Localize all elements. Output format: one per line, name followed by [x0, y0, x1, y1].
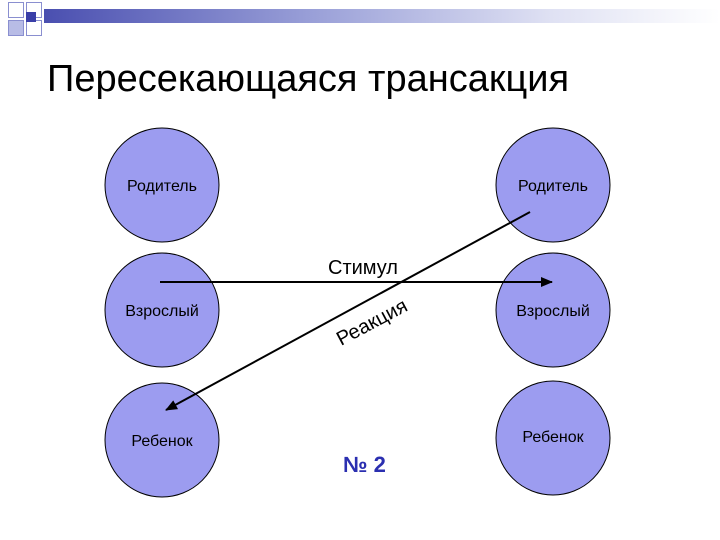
right-child-label: Ребенок — [522, 429, 584, 446]
slide-title: Пересекающаяся трансакция — [47, 58, 570, 100]
right-parent-node: Родитель — [495, 127, 611, 243]
right-child-node: Ребенок — [495, 380, 611, 496]
diagram-number-label: № 2 — [343, 452, 386, 477]
right-adult-label: Взрослый — [516, 303, 590, 320]
right-parent-label: Родитель — [518, 178, 588, 195]
left-child-node: Ребенок — [104, 382, 220, 498]
left-parent-node: Родитель — [104, 127, 220, 243]
reaction-arrow — [165, 211, 531, 411]
corner-squares-decoration — [0, 0, 60, 44]
top-gradient-bar — [44, 9, 720, 23]
right-adult-node: Взрослый — [495, 252, 611, 368]
reaction-label: Реакция — [333, 295, 411, 351]
left-adult-node: Взрослый — [104, 252, 220, 368]
stimulus-label: Стимул — [328, 257, 398, 279]
left-child-label: Ребенок — [131, 433, 193, 450]
left-adult-label: Взрослый — [125, 303, 199, 320]
left-parent-label: Родитель — [127, 178, 197, 195]
